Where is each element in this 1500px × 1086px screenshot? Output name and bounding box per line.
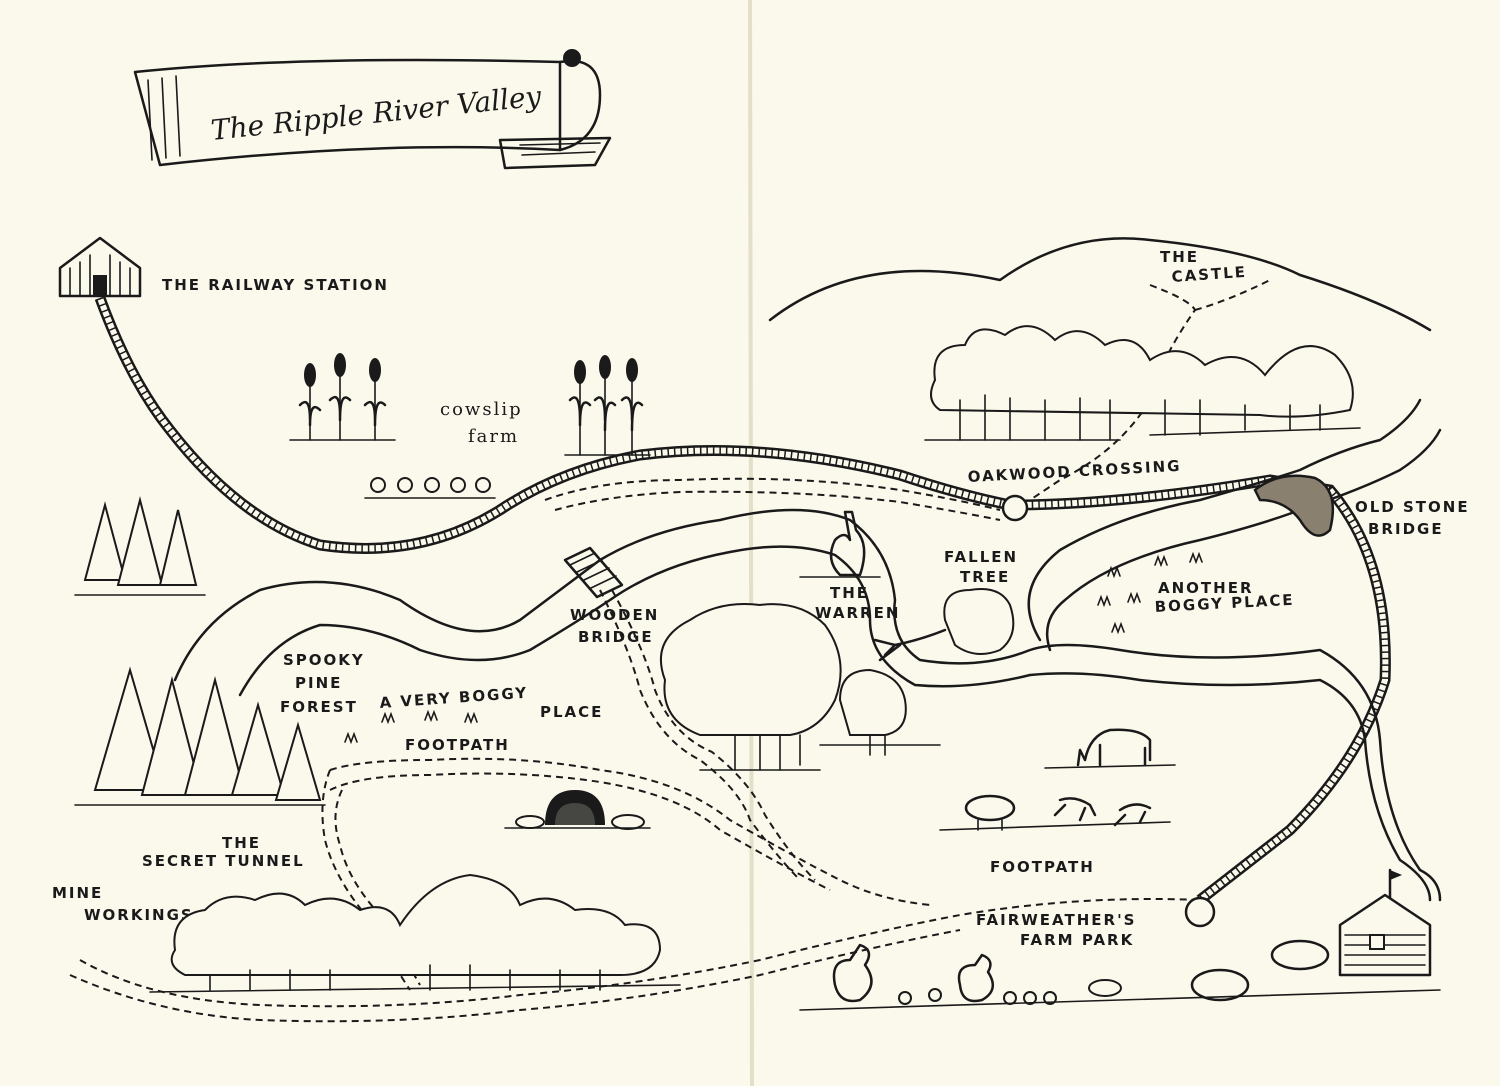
farm-house-icon — [1338, 868, 1432, 977]
boggy-grass-icons — [1097, 551, 1203, 635]
hills — [768, 237, 1432, 332]
dogs-icon — [939, 797, 1171, 831]
label-spooky-1: SPOOKY — [283, 651, 365, 669]
label-secret-tunnel-2: SECRET TUNNEL — [142, 852, 305, 870]
chickens-icon — [799, 943, 1441, 1011]
oakwood-trees — [924, 325, 1361, 441]
label-footpath-2: FOOTPATH — [990, 858, 1095, 876]
railway-station-icon — [58, 236, 142, 298]
pine-trees-upper — [74, 496, 206, 596]
label-old-stone-bridge-2: BRIDGE — [1368, 520, 1444, 538]
centre-woods — [660, 603, 941, 771]
label-fallen-tree-2: TREE — [960, 568, 1010, 586]
label-very-boggy-2: PLACE — [540, 703, 603, 721]
label-mine-2: WORKINGS — [84, 906, 194, 924]
old-stone-bridge-icon — [1253, 474, 1335, 537]
label-spooky-3: FOREST — [280, 698, 358, 716]
fallen-tree-icon — [873, 588, 1015, 662]
sheep-icon — [964, 794, 1016, 831]
spooky-pine-forest — [74, 666, 326, 806]
label-very-boggy-1: A VERY BOGGY — [379, 684, 529, 712]
horse-icon — [1044, 728, 1176, 769]
map-title: The Ripple River Valley — [209, 79, 544, 147]
flower-row-icon — [364, 477, 496, 499]
label-oakwood-crossing: OAKWOOD CROSSING — [967, 457, 1182, 486]
ladybird-icon — [563, 49, 581, 67]
label-cowslip-2: farm — [468, 426, 519, 447]
railway-line — [94, 296, 1391, 905]
label-spooky-2: PINE — [295, 674, 342, 692]
label-warren-2: WARREN — [815, 604, 900, 622]
castle-path — [1029, 284, 1197, 501]
label-wooden-bridge-1: WOODEN — [570, 606, 659, 624]
label-fairweather-2: FARM PARK — [1020, 931, 1134, 949]
label-secret-tunnel-1: THE — [222, 834, 261, 852]
farm-park-marker — [1184, 896, 1216, 928]
label-castle-1: THE — [1160, 248, 1199, 266]
lower-woods — [149, 873, 681, 993]
label-warren-1: THE — [830, 584, 869, 602]
oakwood-crossing-marker — [1001, 494, 1029, 522]
title-banner: The Ripple River Valley — [133, 49, 612, 170]
very-boggy-grass-icons — [344, 709, 478, 745]
cowslip-crops-icon — [289, 353, 651, 456]
label-wooden-bridge-2: BRIDGE — [578, 628, 654, 646]
page-fold — [748, 0, 754, 1086]
label-another-boggy-1: ANOTHER — [1158, 579, 1254, 597]
label-old-stone-bridge-1: OLD STONE — [1355, 498, 1470, 516]
wooden-bridge-icon — [563, 546, 624, 599]
rabbit-icon — [799, 510, 881, 578]
label-mine-1: MINE — [52, 884, 103, 902]
pigs-icon — [1088, 939, 1330, 1002]
ripple-river — [173, 398, 1442, 902]
label-fallen-tree-1: FALLEN — [944, 548, 1018, 566]
tunnel-entrance-icon — [504, 790, 651, 830]
label-railway-station: THE RAILWAY STATION — [162, 276, 389, 294]
label-footpath-1: FOOTPATH — [405, 736, 510, 754]
label-cowslip-1: cowslip — [440, 399, 523, 420]
label-castle-2: CASTLE — [1171, 263, 1248, 286]
label-fairweather-1: FAIRWEATHER'S — [976, 911, 1136, 929]
